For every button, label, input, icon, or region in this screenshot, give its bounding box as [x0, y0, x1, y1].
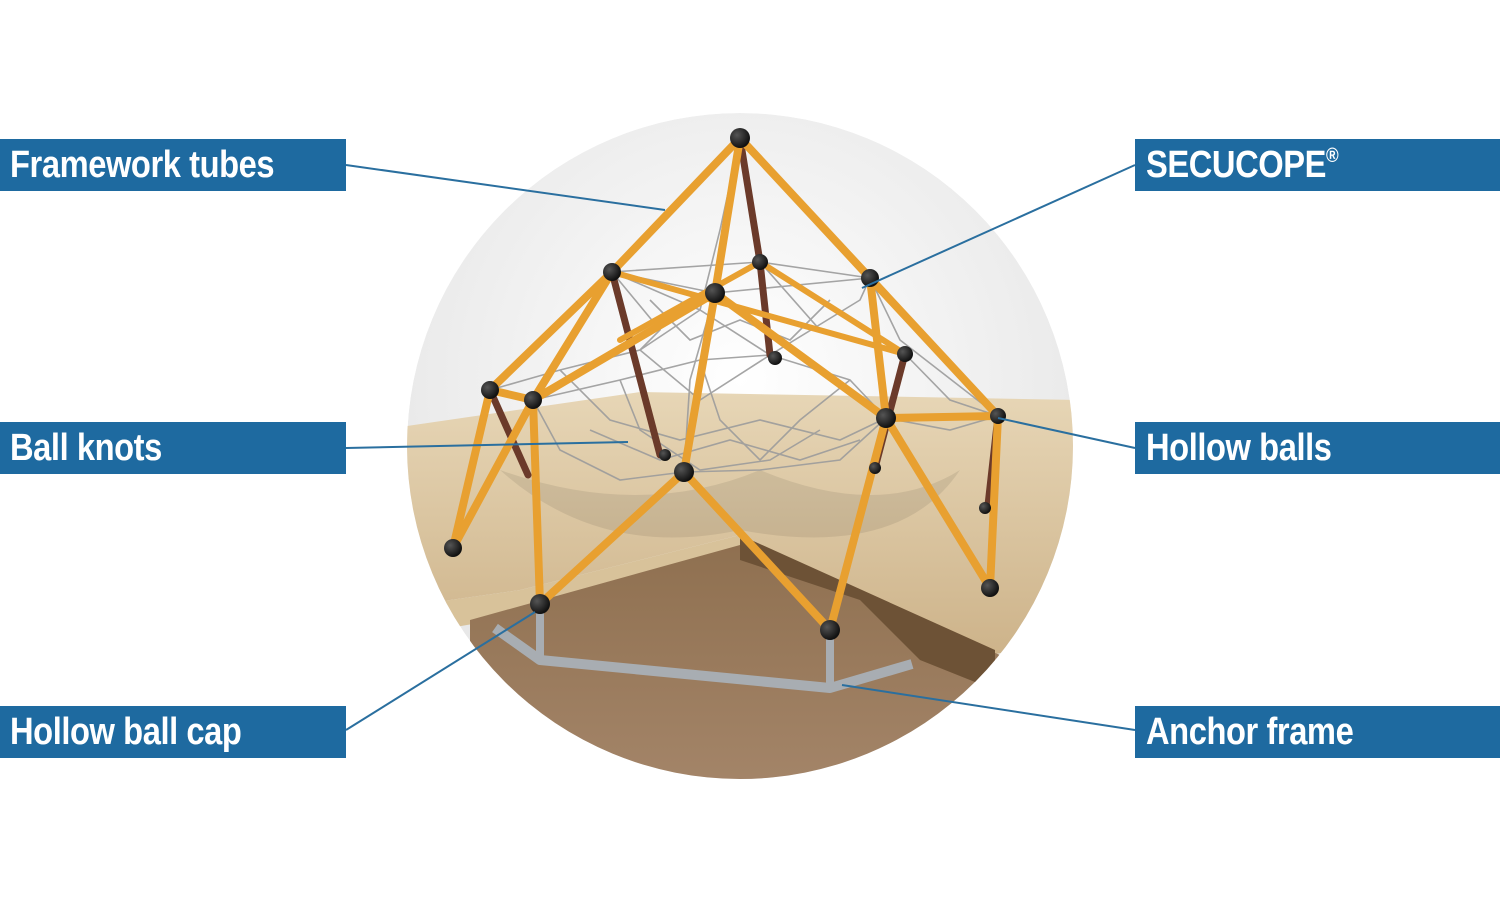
ball: [530, 594, 550, 614]
leader-lines: [345, 164, 1136, 731]
ball: [897, 346, 913, 362]
label-anchor-frame-text: Anchor frame: [1146, 711, 1354, 753]
hollow-balls: [444, 128, 1006, 640]
anchor-frame: [492, 606, 914, 693]
leader-hollow-ball-cap: [345, 611, 536, 731]
label-secucope: SECUCOPE®: [1135, 139, 1500, 191]
label-hollow-ball-cap: Hollow ball cap: [0, 706, 346, 758]
ball: [524, 391, 542, 409]
ball: [705, 283, 725, 303]
label-secucope-text: SECUCOPE®: [1146, 139, 1339, 191]
ball: [603, 263, 621, 281]
ball: [768, 351, 782, 365]
ball: [674, 462, 694, 482]
label-framework-tubes: Framework tubes: [0, 139, 346, 191]
leader-anchor-frame: [841, 684, 1136, 731]
ball: [876, 408, 896, 428]
registered-mark: ®: [1325, 145, 1339, 167]
label-anchor-frame: Anchor frame: [1135, 706, 1500, 758]
label-ball-knots-text: Ball knots: [10, 427, 162, 469]
label-framework-tubes-text: Framework tubes: [10, 144, 275, 186]
leader-framework-tubes: [345, 164, 666, 211]
ball: [981, 579, 999, 597]
ball: [481, 381, 499, 399]
leader-secucope: [861, 164, 1136, 289]
label-hollow-balls: Hollow balls: [1135, 422, 1500, 474]
ball-top: [730, 128, 750, 148]
leader-ball-knots: [345, 441, 629, 449]
scene-circle: [407, 113, 1073, 779]
leader-hollow-balls: [997, 417, 1136, 449]
label-hollow-balls-text: Hollow balls: [1146, 427, 1332, 469]
ball: [444, 539, 462, 557]
framework-tubes: [449, 134, 1002, 634]
ball: [752, 254, 768, 270]
ball: [659, 449, 671, 461]
ball: [820, 620, 840, 640]
secucope-name: SECUCOPE: [1146, 144, 1326, 186]
label-ball-knots: Ball knots: [0, 422, 346, 474]
ball: [979, 502, 991, 514]
label-hollow-ball-cap-text: Hollow ball cap: [10, 711, 242, 753]
ball: [990, 408, 1006, 424]
ball: [869, 462, 881, 474]
